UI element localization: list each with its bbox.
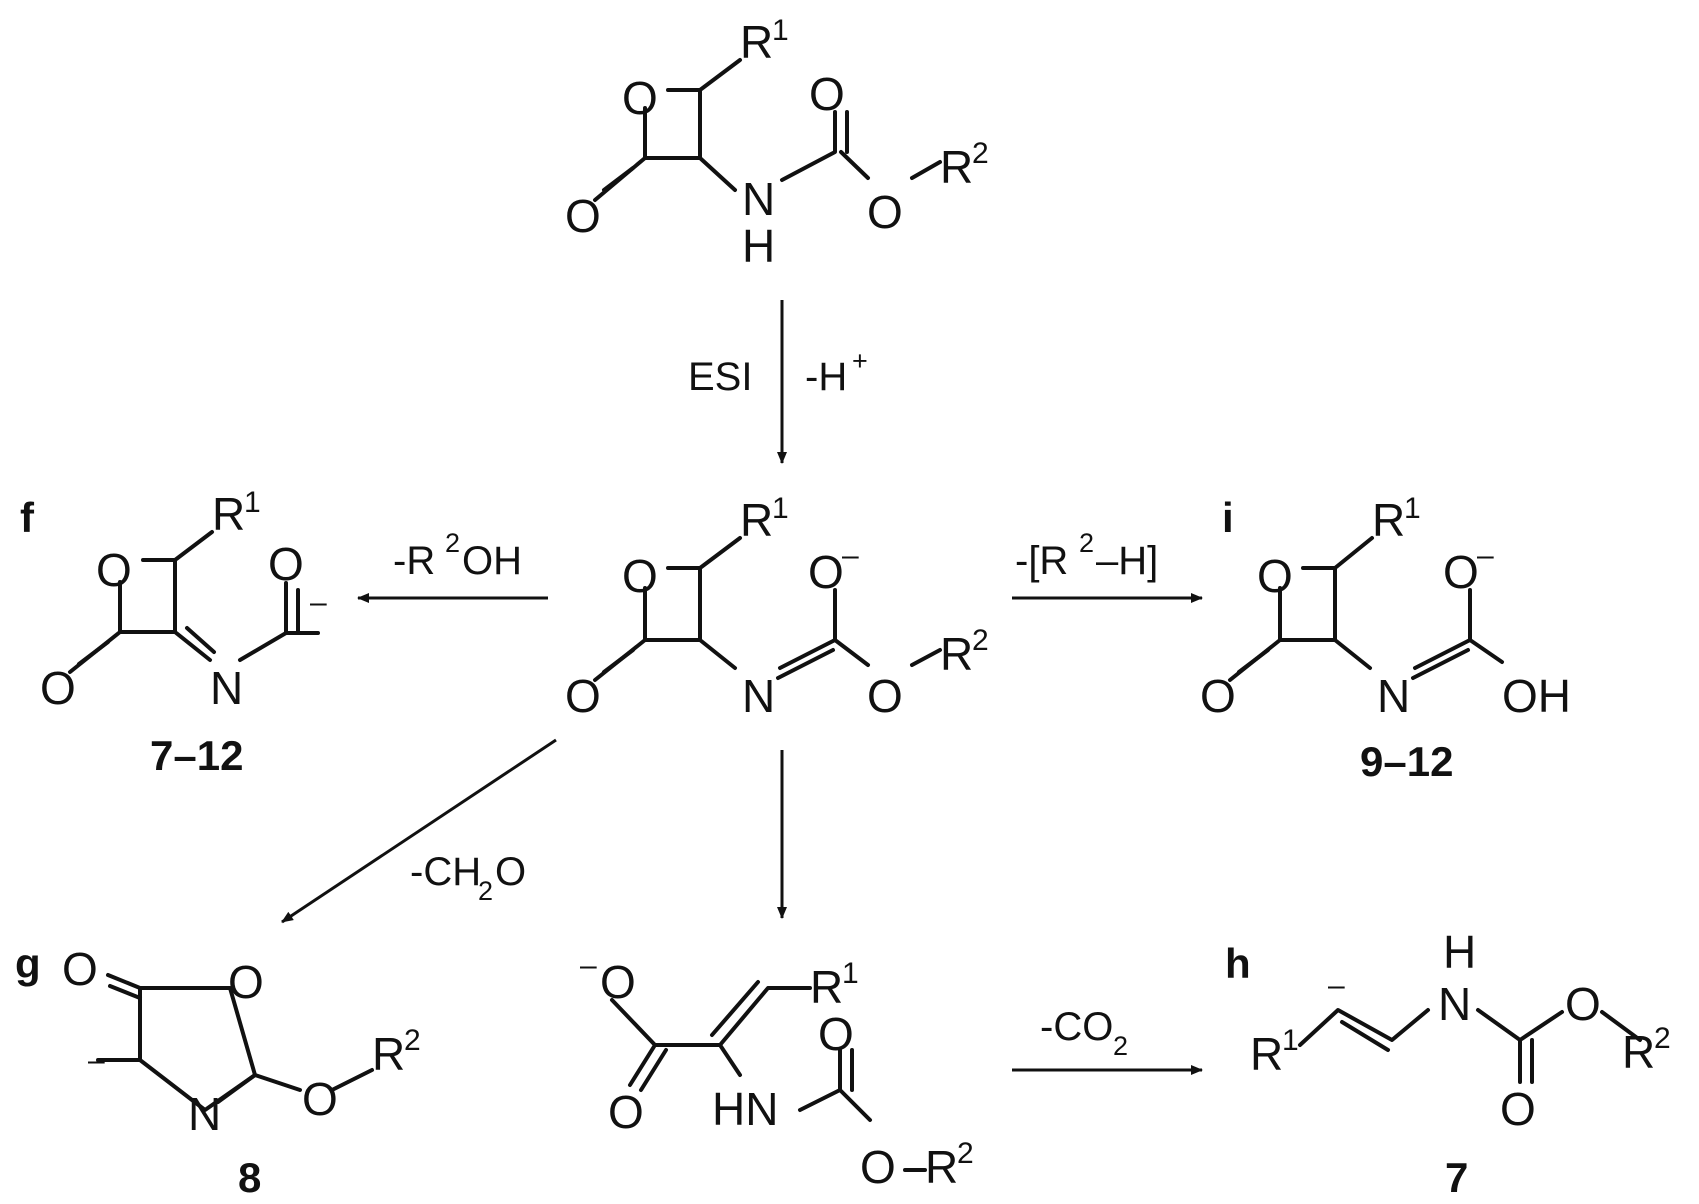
minus-r2h-label: -[R [1015,539,1068,583]
atom-r1: R [1250,1028,1283,1080]
atom-o-anion: O [600,956,636,1008]
atom-r1: R [212,488,245,540]
atom-o-ring: O [96,544,132,596]
atom-o-carbonyl: O [1500,1083,1536,1135]
atom-r2: R [940,141,973,193]
minus-r2h-sup: 2 [1079,528,1094,558]
atom-n: N [1438,978,1471,1030]
atom-r1-sup: 1 [1404,492,1421,525]
atom-o-ester: O [860,1141,896,1193]
acyl-charge: – [310,586,327,619]
atom-o-anion: O [1443,546,1479,598]
atom-o-carbamate: O [809,68,845,120]
atom-o-ring: O [622,72,658,124]
label-range-i: 9–12 [1360,738,1453,785]
minus-r2oh-label: -R [393,539,435,583]
product-g: g O O – N O R 2 8 [15,940,421,1201]
atom-o-ring: O [1257,550,1293,602]
atom-o-carbamate: O [818,1008,854,1060]
label-f: f [20,494,35,541]
atom-o-anion-charge: – [842,539,859,572]
minus-h-label: -H [805,355,847,399]
atom-r2: R [372,1028,405,1080]
atom-n: N [742,173,775,225]
product-h: h R 1 – H N O O R 2 7 [1225,926,1671,1201]
atom-o-carbonyl: O [565,670,601,722]
minus-r2oh-sup: 2 [445,528,460,558]
atom-r1: R [810,961,843,1013]
esi-label: ESI [688,355,752,399]
minus-co2-sub: 2 [1113,1031,1128,1061]
minus-ch2o-sub: 2 [478,876,493,906]
minus-r2oh-tail: OH [462,539,522,583]
atom-o-carbonyl: O [62,943,98,995]
atom-r1-sup: 1 [244,486,261,519]
carbanion-charge: – [88,1044,105,1077]
atom-h: H [742,220,775,272]
arrow-to-g [281,738,557,924]
atom-r1-sup: 1 [1282,1024,1299,1057]
atom-o-anion-charge: – [1477,539,1494,572]
central-anion: O O R 1 N O – O R 2 [565,492,989,722]
atom-r2: R [940,628,973,680]
atom-r1-sup: 1 [772,492,789,525]
atom-r1: R [1372,494,1405,546]
atom-r2-sup: 2 [972,624,989,657]
atom-o-acyl: O [268,538,304,590]
atom-hn: HN [712,1083,778,1135]
atom-n: N [210,662,243,714]
starting-material: O O R 1 N H O O R 2 [565,14,989,272]
atom-n: N [742,670,775,722]
atom-n: N [1377,670,1410,722]
label-num-g: 8 [238,1154,261,1201]
atom-o-carbonyl: O [608,1086,644,1138]
atom-oh: OH [1502,670,1571,722]
atom-r2: R [1622,1026,1655,1078]
open-chain-intermediate: O – O R 1 HN O O R 2 [580,949,974,1193]
atom-r1-sup: 1 [772,14,789,47]
product-i: i O O R 1 N O – OH 9–12 [1200,492,1571,785]
label-range-f: 7–12 [150,732,243,779]
minus-r2h-tail: –H] [1096,539,1158,583]
atom-r2-sup: 2 [1654,1022,1671,1055]
atom-r2-sup: 2 [404,1024,421,1057]
atom-r2: R [925,1141,958,1193]
atom-o-ring: O [228,956,264,1008]
atom-h: H [1443,926,1476,978]
product-f: f O O R 1 N O – 7–12 [20,486,327,779]
atom-n: N [188,1088,221,1140]
atom-r2-sup: 2 [957,1137,974,1170]
atom-o-ring: O [622,550,658,602]
atom-r1: R [740,16,773,68]
atom-o-ester: O [867,186,903,238]
atom-r1-sup: 1 [842,957,859,990]
carbanion-charge: – [1328,969,1345,1002]
minus-ch2o-label: -CH [410,850,481,894]
atom-r1: R [740,494,773,546]
atom-o-ester: O [867,670,903,722]
atom-o-carbonyl: O [1200,670,1236,722]
minus-ch2o-tail: O [495,850,526,894]
minus-co2-label: -CO [1040,1005,1113,1049]
label-num-h: 7 [1445,1154,1468,1201]
atom-o-carbonyl: O [40,662,76,714]
label-i: i [1222,494,1234,541]
atom-o-carbonyl: O [565,190,601,242]
atom-o-anion-charge: – [580,949,597,982]
label-h: h [1225,940,1251,987]
minus-h-sup: + [852,346,868,376]
atom-o-ester: O [302,1073,338,1125]
atom-o-anion: O [808,546,844,598]
atom-o-ester: O [1565,978,1601,1030]
label-g: g [15,940,41,987]
atom-r2-sup: 2 [972,137,989,170]
